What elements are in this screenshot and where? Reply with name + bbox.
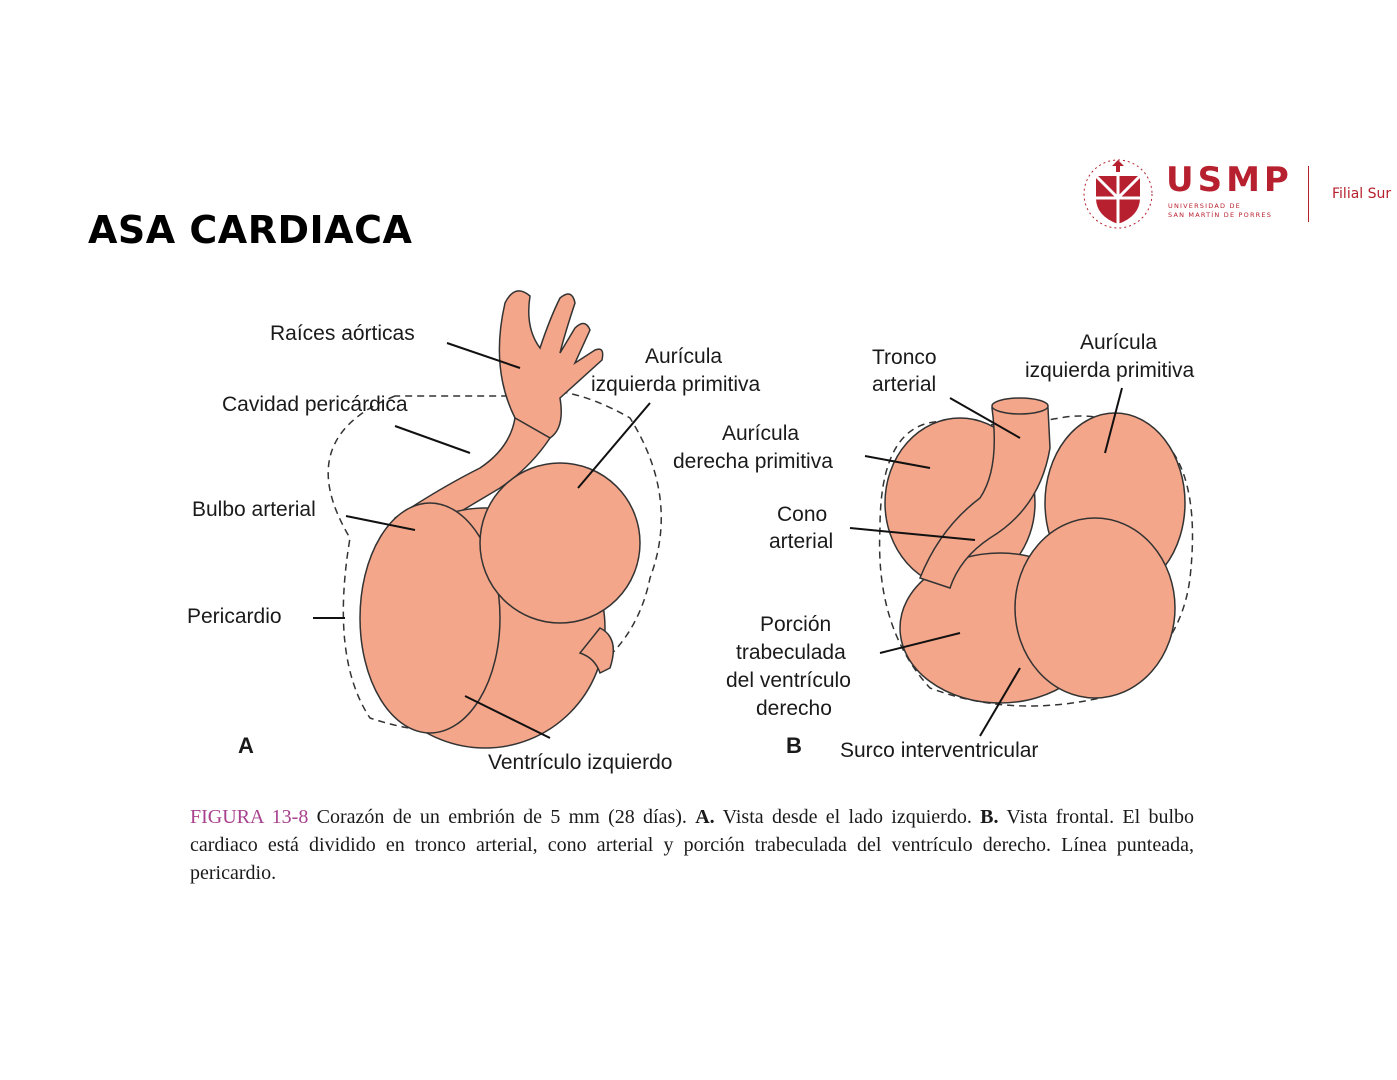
label-porcion-2: trabeculada [736,641,846,664]
usmp-shield-icon [1083,159,1153,229]
label-cono-2: arterial [769,530,833,553]
label-auricula-der-2: derecha primitiva [673,450,833,473]
label-porcion-4: derecho [756,697,832,720]
logo-divider [1308,166,1309,222]
panel-b: Tronco arterial Aurícula izquierda primi… [673,331,1195,762]
label-auricula-der-1: Aurícula [722,422,799,445]
vessel-a [578,627,615,675]
label-bulbo-arterial: Bulbo arterial [192,498,316,521]
label-surco-interventricular: Surco interventricular [840,739,1038,762]
panel-b-letter: B [786,733,802,758]
left-atrium-a [479,462,641,624]
label-cavidad-pericardica: Cavidad pericárdica [222,393,408,416]
label-porcion-1: Porción [760,613,831,636]
panel-a-letter: A [238,733,254,758]
label-auricula-izq-b-1: Aurícula [1080,331,1157,354]
logo-branch: Filial Sur [1332,186,1392,202]
caption-bold-a: A. [695,806,715,828]
label-tronco-2: arterial [872,373,936,396]
label-auricula-izq-a-2: izquierda primitiva [591,373,761,396]
label-tronco-1: Tronco [872,346,937,369]
caption-part2: Vista desde el lado izquierdo. [714,806,981,828]
caption-part1: Corazón de un embrión de 5 mm (28 días). [308,806,696,828]
caption-bold-b: B. [980,806,999,828]
heart-figure: Raíces aórticas Cavidad pericárdica Bulb… [180,278,1240,793]
label-auricula-izq-a-1: Aurícula [645,345,722,368]
label-auricula-izq-b-2: izquierda primitiva [1025,359,1195,382]
truncus-top [991,397,1049,415]
heart-diagram: Raíces aórticas Cavidad pericárdica Bulb… [187,290,1195,774]
outflow-a [359,502,501,734]
label-porcion-3: del ventrículo [726,669,851,692]
aortic-roots [498,290,604,439]
slide-title: ASA CARDIACA [88,208,413,252]
logo-subtitle: UNIVERSIDAD DE SAN MARTÍN DE PORRES [1168,202,1308,220]
label-cono-1: Cono [777,503,827,526]
panel-a: Raíces aórticas Cavidad pericárdica Bulb… [187,290,761,774]
left-ventricle-b [1014,517,1176,699]
figure-caption: FIGURA 13-8 Corazón de un embrión de 5 m… [190,803,1194,887]
label-pericardio: Pericardio [187,605,282,628]
caption-part3: Vista frontal. El bulbo cardiaco está di… [190,806,1195,884]
label-raices-aorticas: Raíces aórticas [270,322,415,345]
figure-number: FIGURA 13-8 [190,806,309,828]
label-ventriculo-izquierdo: Ventrículo izquierdo [488,751,672,774]
logo-subtitle-line2: SAN MARTÍN DE PORRES [1168,211,1273,219]
truncus-b [919,407,1051,589]
logo-name: USMP [1166,160,1293,200]
logo-subtitle-line1: UNIVERSIDAD DE [1168,202,1241,210]
usmp-logo: USMP UNIVERSIDAD DE SAN MARTÍN DE PORRES… [1078,158,1393,233]
